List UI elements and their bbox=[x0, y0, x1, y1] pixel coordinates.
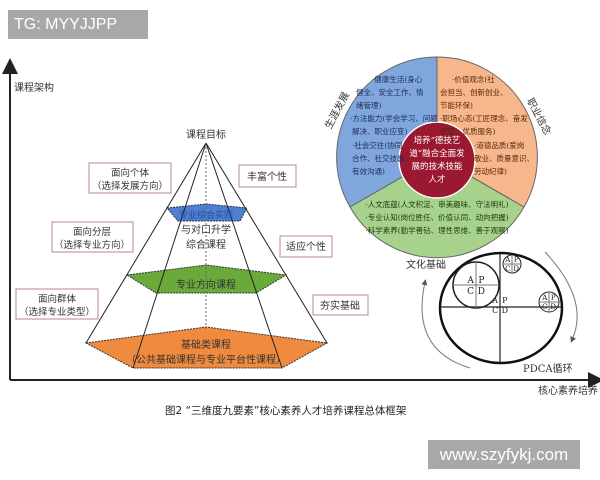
top-band bbox=[166, 203, 248, 222]
green-sector bbox=[349, 156, 525, 259]
orange-text-line: 进取、优质服务) bbox=[440, 126, 495, 136]
orange-text-line: 节能环保) bbox=[440, 100, 473, 110]
pdca-letter: P bbox=[502, 296, 508, 305]
pdca-letter: A bbox=[466, 276, 474, 286]
cycle-arrow-left bbox=[421, 279, 471, 369]
right-label-1: 丰富个性 bbox=[247, 170, 287, 183]
label-box-group bbox=[15, 288, 99, 320]
pdca-ellipse bbox=[438, 251, 564, 365]
bottom-band-label-1: 基础类课程 bbox=[181, 338, 231, 351]
pdca-letter: D bbox=[478, 287, 485, 297]
label-box-rich bbox=[238, 164, 297, 188]
center-text-line: 展的技术技能 bbox=[411, 161, 463, 172]
pdca-letter: A bbox=[491, 296, 498, 305]
label-box-foundation bbox=[312, 294, 369, 316]
orange-text-line: 敬业、质量意识、 bbox=[474, 153, 534, 163]
pdca-letter: P bbox=[551, 294, 556, 302]
pdca-letter: D bbox=[513, 265, 519, 273]
green-text-line: ·科学素养(勤学善钻、理性思维、善于观察) bbox=[365, 225, 508, 235]
right-label-2: 适应个性 bbox=[286, 240, 326, 253]
blue-text-line: ·社会交往(协同 bbox=[352, 140, 402, 150]
orange-text-line: ·职场心态(工匠理念、奋发 bbox=[440, 113, 528, 123]
left-label-1b: （选择发展方向） bbox=[92, 180, 168, 192]
green-text-line: ·专业认知(岗位胜任、价值认同、动向把握) bbox=[365, 212, 508, 222]
orange-text-line: 会担当、创新创业、 bbox=[440, 87, 508, 97]
blue-text-line: 合作、社交技能、 bbox=[352, 153, 412, 163]
pdca-letter: C bbox=[492, 306, 498, 315]
pdca-label: PDCA循环 bbox=[523, 362, 573, 375]
blue-text-line: 绪管理) bbox=[356, 100, 381, 110]
center-text-line: 培养“德技艺 bbox=[414, 135, 461, 146]
label-box-individual bbox=[88, 162, 172, 194]
orange-text-line: ·道德品质(爱岗 bbox=[474, 140, 524, 150]
green-text-line: ·人文底蕴(人文积淀、审美趣味、守法明礼) bbox=[365, 199, 508, 209]
top-band-label: 专业综合实践 bbox=[179, 209, 233, 221]
middle-band-label: 专业方向课程 bbox=[176, 278, 236, 291]
pyramid-edges bbox=[85, 142, 328, 369]
orange-text-line: ·价值观念(社 bbox=[452, 74, 495, 84]
y-axis-label: 课程架构 bbox=[14, 81, 54, 94]
watermark-top: TG: MYYJJPP bbox=[8, 10, 148, 39]
blue-text-line: 健全、安全工作、情 bbox=[356, 87, 424, 97]
mid-text-1: 与对口升学 bbox=[181, 223, 231, 236]
blue-text-line: 有效沟通) bbox=[352, 166, 385, 176]
center-circle bbox=[398, 121, 476, 199]
watermark-bottom: www.szyfykj.com bbox=[428, 440, 580, 469]
bottom-band-label-2: （公共基础课程与专业平台性课程） bbox=[126, 353, 286, 366]
orange-text-line: 劳动纪律) bbox=[474, 166, 507, 176]
left-label-3b: （选择专业类型） bbox=[19, 306, 95, 318]
left-label-1a: 面向个体 bbox=[111, 167, 150, 179]
blue-text-line: 解决、职业应变) bbox=[352, 126, 407, 136]
left-label-3a: 面向群体 bbox=[38, 293, 77, 305]
left-label-2a: 面向分层 bbox=[73, 226, 111, 238]
left-label-2b: （选择专业方向） bbox=[54, 239, 130, 251]
blue-text-line: ·健康生活(身心 bbox=[372, 74, 423, 84]
cycle-arrow-right bbox=[544, 251, 578, 343]
x-axis-label: 核心素养培养 bbox=[538, 384, 598, 397]
apex-label: 课程目标 bbox=[186, 129, 226, 141]
center-text-line: 人才 bbox=[428, 174, 445, 185]
label-box-adapt bbox=[279, 235, 333, 258]
pdca-letter: D bbox=[550, 303, 556, 311]
pdca-letter: P bbox=[514, 256, 519, 264]
pdca-letter: C bbox=[542, 303, 547, 311]
right-label-3: 夯实基础 bbox=[320, 299, 360, 312]
pdca-letter: A bbox=[504, 256, 511, 264]
center-text-line: 道”融合全面发 bbox=[409, 148, 465, 159]
culture-label: 文化基础 bbox=[406, 258, 446, 271]
blue-text-line: ·方法能力(学会学习、问题 bbox=[350, 113, 438, 123]
bottom-band bbox=[84, 326, 329, 369]
pdca-letter: A bbox=[541, 294, 548, 302]
caption: 图2 “三维度九要素”核心素养人才培养课程总体框架 bbox=[165, 404, 407, 417]
pdca-letter: D bbox=[502, 306, 508, 315]
pdca-letter: C bbox=[505, 265, 510, 273]
pdca-letter: P bbox=[478, 276, 484, 286]
mid-text-2: 综合课程 bbox=[186, 238, 226, 251]
pdca-letter: C bbox=[467, 287, 474, 297]
label-box-layered bbox=[51, 221, 134, 253]
